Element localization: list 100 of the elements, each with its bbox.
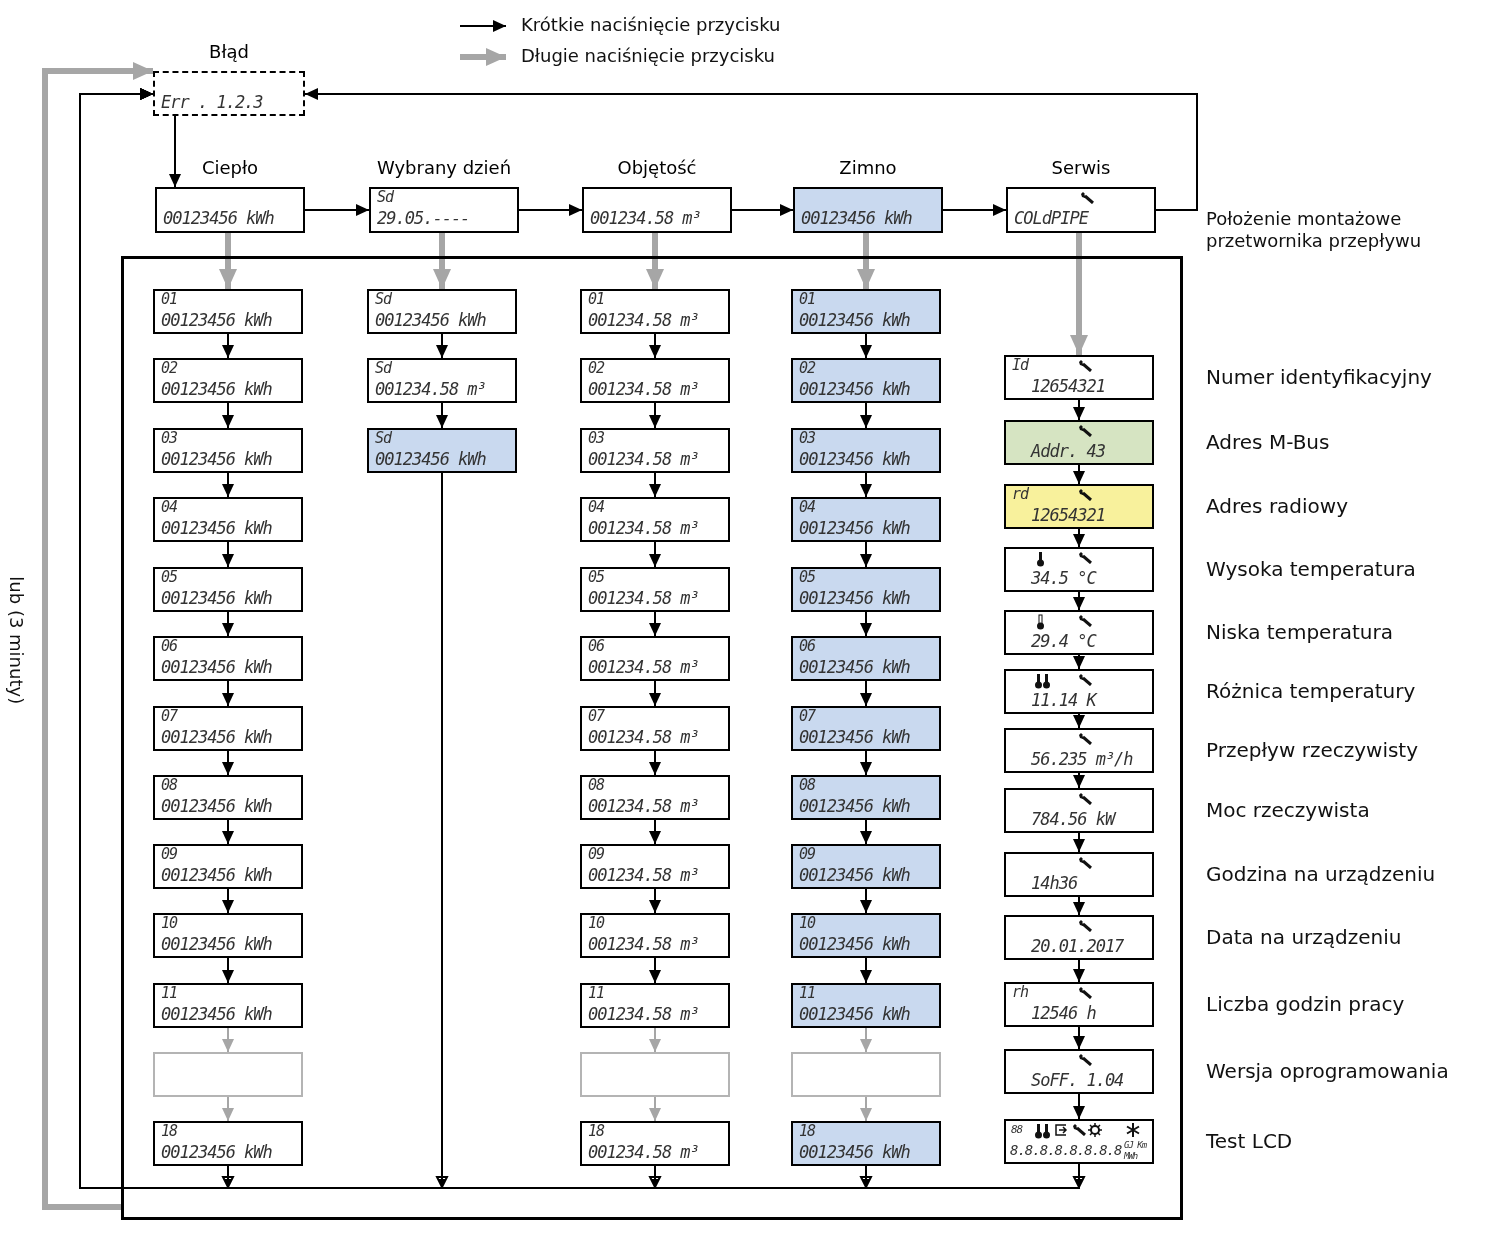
arrow: [860, 888, 872, 914]
display-reading: 001234.58 m³: [588, 590, 699, 607]
display-reading: 001234.58 m³: [588, 936, 699, 953]
display-reading: 00123456 kWh: [161, 659, 272, 676]
arrow: [731, 204, 794, 216]
display-reading: 00123456 kWh: [799, 451, 910, 468]
display-reading: SoFF. 1.04: [1031, 1072, 1124, 1089]
arrow: [942, 204, 1007, 216]
display-reading: 8.8.8.8.8.8.8.8: [1010, 1143, 1122, 1157]
display-reading: 18: [161, 1124, 178, 1139]
display-reading: 00123456 kWh: [799, 590, 910, 607]
arrow: [649, 402, 661, 429]
display-reading: 00123456 kWh: [801, 210, 912, 227]
display-reading: 18: [799, 1124, 816, 1139]
legend-text: Długie naciśnięcie przycisku: [521, 45, 775, 68]
arrow: [222, 541, 234, 568]
display-reading: 00123456 kWh: [161, 867, 272, 884]
display-reading: 06: [588, 639, 605, 654]
arrow: [860, 1027, 872, 1053]
display-reading: 08: [161, 778, 178, 793]
arrow: [1073, 896, 1085, 916]
row-caption: Wersja oprogramowania: [1206, 1059, 1450, 1084]
display-reading: 56.235 m³/h: [1031, 751, 1133, 768]
display-reading: 14h36: [1031, 875, 1078, 892]
legend-text: Krótkie naciśnięcie przycisku: [521, 14, 781, 37]
arrow: [304, 204, 370, 216]
display-reading: 06: [161, 639, 178, 654]
display-reading: 00123456 kWh: [799, 1144, 910, 1161]
display-reading: rd: [1012, 487, 1029, 502]
display-reading: 001234.58 m³: [375, 381, 486, 398]
arrow: [304, 88, 1198, 211]
display-reading: 00123456 kWh: [799, 659, 910, 676]
display-reading: 05: [799, 570, 816, 585]
display-reading: 29.4 °C: [1031, 633, 1096, 650]
arrow: [649, 472, 661, 498]
display-reading: 03: [799, 431, 816, 446]
arrow: [649, 333, 661, 359]
arrow: [1073, 654, 1085, 670]
arrow: [649, 750, 661, 776]
display-reading: 001234.58 m³: [588, 1144, 699, 1161]
display-reading: 00123456 kWh: [163, 210, 274, 227]
display-reading: 04: [161, 500, 178, 515]
display-reading: 00123456 kWh: [799, 729, 910, 746]
display-reading: 001234.58 m³: [588, 1006, 699, 1023]
row-caption: Moc rzeczywista: [1206, 798, 1371, 823]
display-reading: 00123456 kWh: [799, 312, 910, 329]
column-heading: Serwis: [1050, 157, 1112, 179]
display-reading: 02: [799, 361, 816, 376]
display-reading: 05: [588, 570, 605, 585]
arrow: [860, 1096, 872, 1122]
row-caption: Wysoka temperatura: [1206, 557, 1417, 582]
row-caption: Numer identyfikacyjny: [1206, 365, 1433, 390]
row-caption: Adres radiowy: [1206, 494, 1350, 519]
long-press-arrow: [219, 233, 237, 289]
display-reading: 00123456 kWh: [799, 381, 910, 398]
display-reading: 11: [161, 986, 178, 1001]
return-arrow: [79, 88, 1086, 1189]
display-reading: 00123456 kWh: [161, 1144, 272, 1161]
arrow: [860, 680, 872, 707]
display-reading: 07: [588, 709, 605, 724]
display-reading: 00123456 kWh: [375, 451, 486, 468]
display-reading: 00123456 kWh: [161, 798, 272, 815]
display-reading: 05: [161, 570, 178, 585]
column-heading: Błąd: [208, 41, 250, 63]
arrow: [518, 204, 583, 216]
display-reading: 00123456 kWh: [161, 936, 272, 953]
display-reading: 00123456 kWh: [799, 936, 910, 953]
display-reading: 001234.58 m³: [588, 867, 699, 884]
arrow: [1073, 528, 1085, 548]
display-reading: rh: [1012, 985, 1029, 1000]
arrow: [1073, 713, 1085, 729]
arrow: [649, 1027, 661, 1053]
display-reading: 11.14 K: [1031, 692, 1096, 709]
display-reading: 10: [161, 916, 178, 931]
display-reading: 18: [588, 1124, 605, 1139]
display-reading: 03: [588, 431, 605, 446]
display-reading: 001234.58 m³: [588, 659, 699, 676]
display-reading: Sd: [375, 361, 392, 376]
display-reading: 01: [161, 292, 178, 307]
display-reading: 08: [588, 778, 605, 793]
row-caption: Data na urządzeniu: [1206, 925, 1403, 950]
arrow: [1073, 399, 1085, 421]
display-reading: 001234.58 m³: [590, 210, 701, 227]
display-reading: 88: [1011, 1124, 1023, 1135]
row-caption: Adres M-Bus: [1206, 430, 1331, 455]
display-reading: 00123456 kWh: [161, 520, 272, 537]
long-press-arrow: [646, 233, 664, 289]
display-reading: 10: [588, 916, 605, 931]
arrow: [222, 402, 234, 429]
display-reading: 001234.58 m³: [588, 451, 699, 468]
display-reading: 00123456 kWh: [375, 312, 486, 329]
arrow: [222, 1096, 234, 1122]
display-reading: 01: [799, 292, 816, 307]
arrow: [222, 333, 234, 359]
arrow: [649, 1096, 661, 1122]
arrow: [436, 402, 448, 429]
display-reading: 00123456 kWh: [161, 381, 272, 398]
display-reading: Sd: [377, 190, 394, 205]
arrow: [222, 611, 234, 637]
arrow: [860, 472, 872, 498]
